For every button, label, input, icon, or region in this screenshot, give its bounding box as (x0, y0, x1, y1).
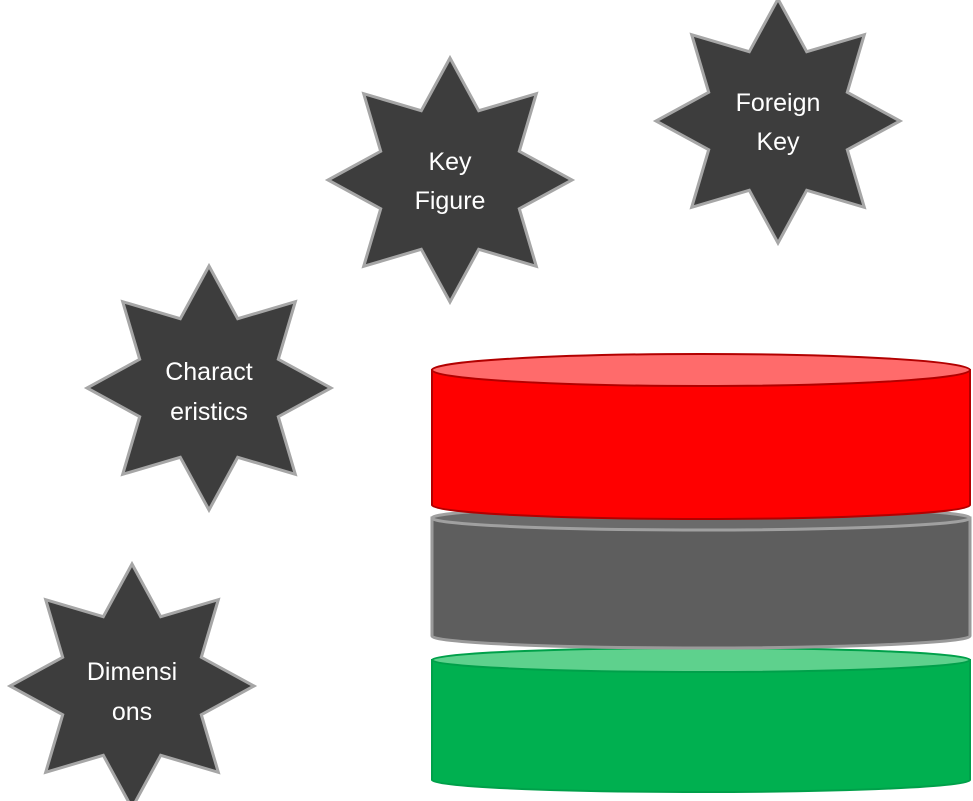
green-layer-top (431, 647, 971, 673)
star-key-figure: Key Figure (324, 54, 576, 306)
star-dimensions: Dimensi ons (6, 560, 258, 801)
star-characteristics: Charact eristics (83, 262, 335, 514)
green-layer-body (431, 659, 971, 793)
star-label-line-2: ons (112, 698, 152, 726)
star-label-line-1: Charact (165, 358, 253, 386)
star-label-line-2: Figure (415, 187, 486, 215)
database-layer-middle (430, 504, 972, 650)
star-shape (6, 560, 258, 801)
red-layer-top (431, 353, 971, 387)
star-label-line-1: Dimensi (87, 658, 177, 686)
star-shape (652, 0, 904, 247)
star-label-line-1: Key (428, 148, 472, 176)
database-layer-bottom (431, 647, 971, 793)
gray-layer-body (430, 516, 972, 650)
star-foreign-key: Foreign Key (652, 0, 904, 247)
star-shape (324, 54, 576, 306)
red-layer-body (431, 369, 971, 520)
star-shape (83, 262, 335, 514)
star-label-line-1: Foreign (736, 89, 821, 117)
star-label-line-2: Key (756, 128, 800, 156)
database-layer-top (431, 353, 971, 520)
star-label-line-2: eristics (170, 398, 248, 426)
